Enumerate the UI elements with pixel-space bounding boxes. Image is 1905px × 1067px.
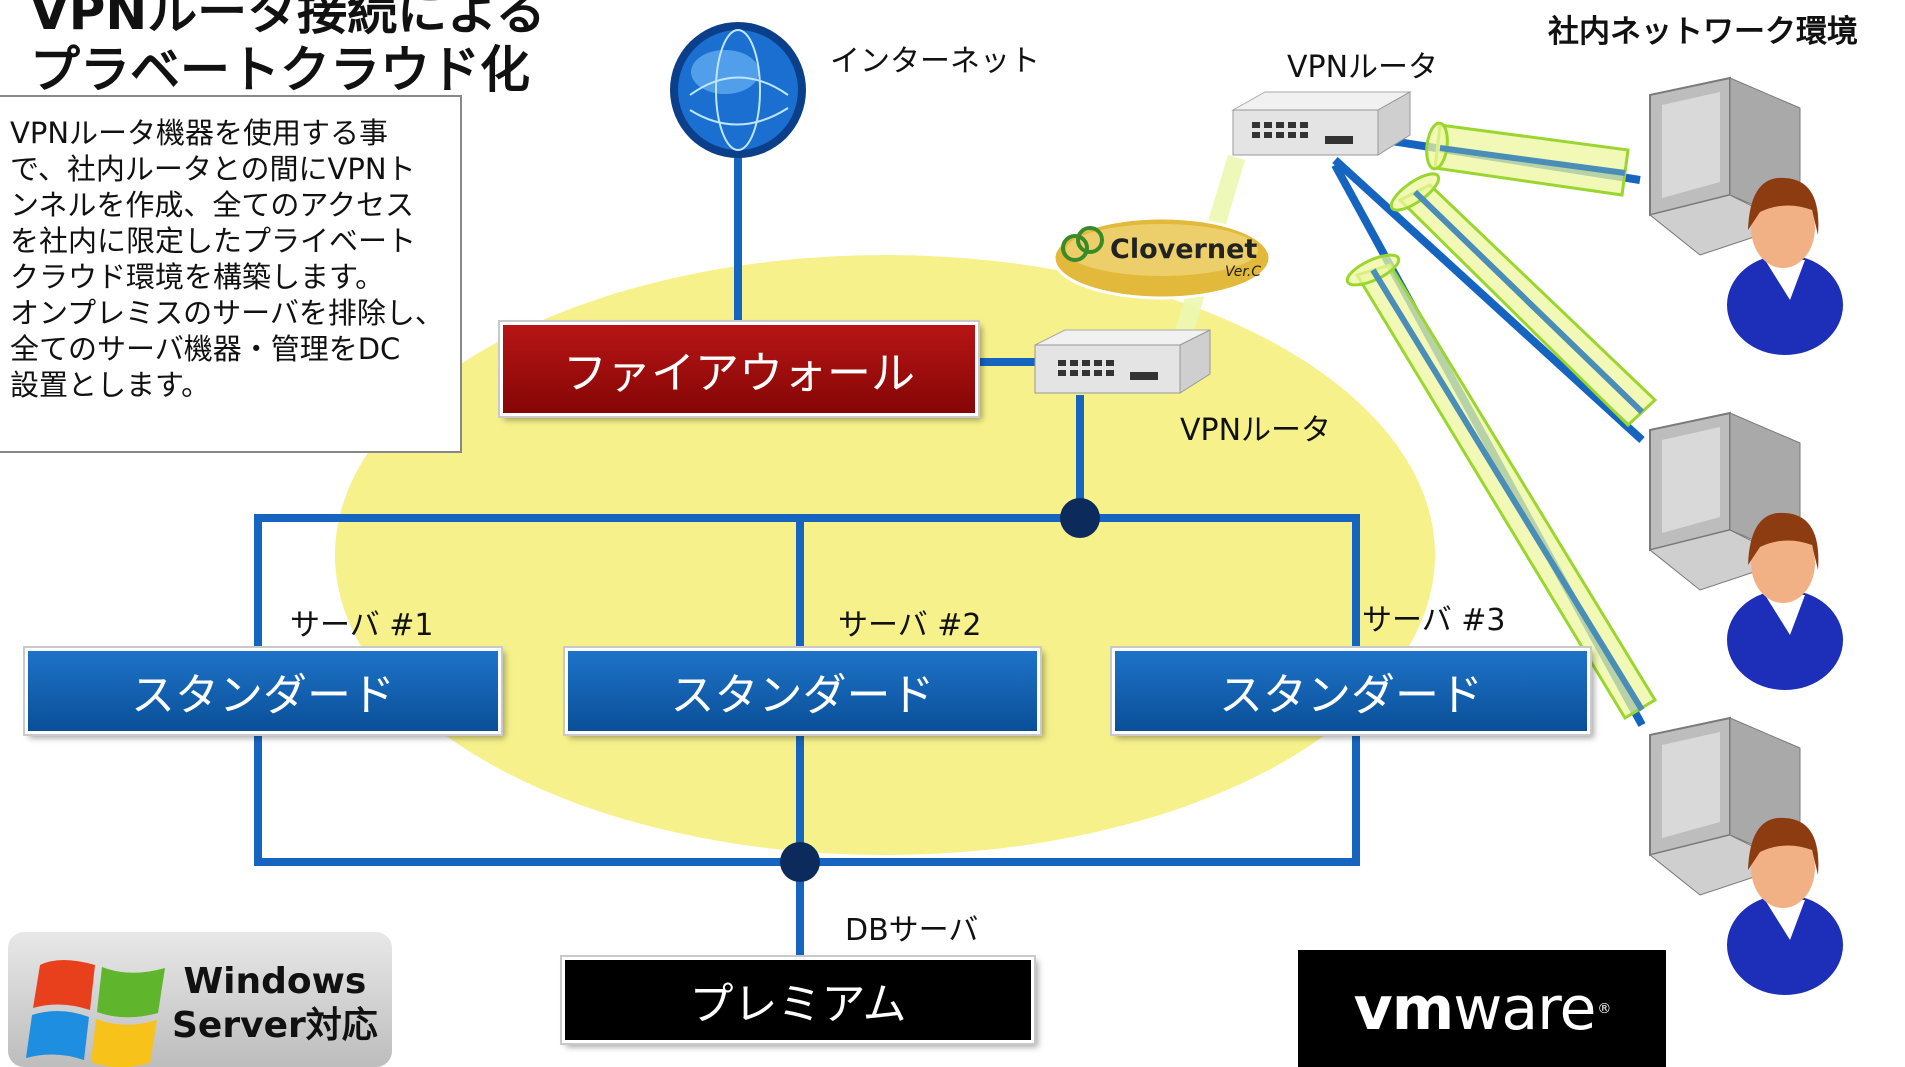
vpn-router-top-icon — [1231, 91, 1412, 156]
server-bus-top — [254, 514, 1360, 648]
clovernet-logo — [1052, 216, 1272, 300]
firewall-box: ファイアウォール — [500, 322, 978, 416]
description-line: 設置とします。 — [10, 368, 211, 402]
corner-title: 社内ネットワーク環境 — [1548, 14, 1858, 50]
premium-db-box: プレミアム — [562, 957, 1034, 1043]
clovernet-name: Clovernet — [1110, 234, 1258, 265]
vpn-router-top-label: VPNルータ — [1287, 50, 1439, 85]
db-server-label: DBサーバ — [845, 913, 979, 948]
page-title-line1: VPNルータ接続による — [30, 0, 546, 41]
windows-text-line1: Windows — [183, 961, 367, 1002]
client-pc-1 — [1648, 76, 1843, 355]
clovernet-version: Ver.C — [1225, 264, 1262, 280]
description-line: 全てのサーバ機器・管理をDC — [10, 332, 401, 366]
description-line: オンプレミスのサーバを排除し、 — [10, 296, 444, 330]
switch-node-top — [1060, 498, 1100, 538]
description-box: VPNルータ機器を使用する事 で、社内ルータとの間にVPNト ンネルを作成、全て… — [0, 95, 462, 453]
server-2-standard-box: スタンダード — [565, 648, 1040, 734]
description-line: で、社内ルータとの間にVPNト — [10, 152, 416, 186]
vpn-line-client2 — [1332, 157, 1645, 443]
server-3-label: サーバ #3 — [1362, 603, 1506, 638]
windows-server-text: Windows Server対応 — [172, 960, 378, 1048]
description-line: クラウド環境を構築します。 — [10, 260, 385, 294]
vmware-logo-ware: ware — [1453, 973, 1596, 1044]
client-pc-3 — [1648, 716, 1843, 995]
page-title-line2: プラベートクラウド化 — [30, 41, 530, 99]
internet-globe-icon — [670, 22, 806, 158]
client-pc-2 — [1648, 411, 1843, 690]
vmware-logo-vm: vm — [1353, 973, 1455, 1044]
description-line: ンネルを作成、全てのアクセス — [10, 188, 414, 222]
windows-text-line2: Server対応 — [172, 1005, 378, 1046]
vpn-router-mid-icon — [1034, 329, 1211, 394]
description-line: VPNルータ機器を使用する事 — [10, 116, 389, 150]
description-line: を社内に限定したプライベート — [10, 224, 417, 258]
server-2-label: サーバ #2 — [838, 608, 982, 643]
vpn-router-mid-label: VPNルータ — [1180, 413, 1332, 448]
server-1-standard-box: スタンダード — [25, 648, 501, 734]
windows-logo-overlay — [26, 960, 165, 1067]
server-1-label: サーバ #1 — [290, 608, 434, 643]
switch-node-bottom — [780, 842, 820, 882]
server-3-standard-box: スタンダード — [1112, 648, 1590, 734]
internet-label: インターネット — [830, 44, 1040, 79]
